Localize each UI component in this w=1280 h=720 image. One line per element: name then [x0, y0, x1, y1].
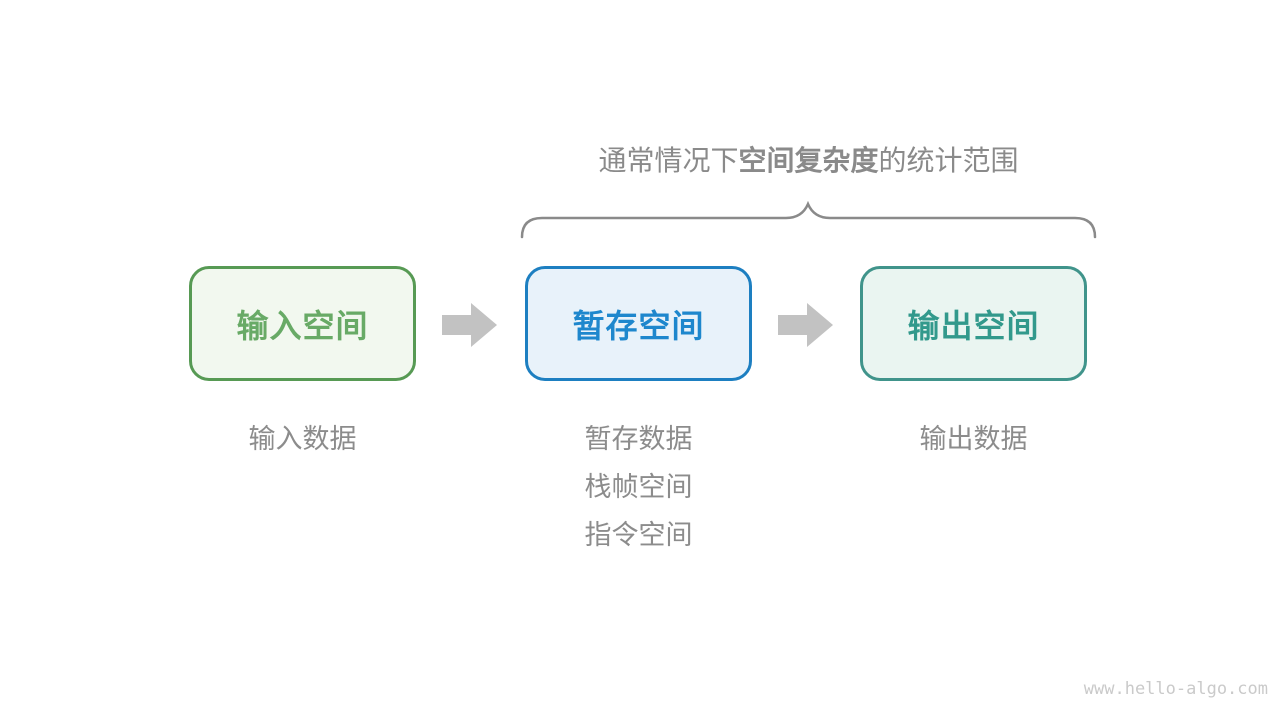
box-temp-space: 暂存空间 [525, 266, 752, 381]
curly-brace-path [520, 201, 1097, 239]
box-output-space-label: 输出空间 [907, 307, 1040, 344]
note-list-temp: 暂存数据 栈帧空间 指令空间 [525, 415, 752, 559]
arrow-right-shape [778, 303, 833, 347]
note-list-output: 输出数据 [860, 415, 1087, 463]
diagram-title: 通常情况下空间复杂度的统计范围 [520, 144, 1097, 178]
note-output-data: 输出数据 [919, 424, 1028, 454]
arrow-right-icon [778, 303, 833, 347]
note-stack-frame-space: 栈帧空间 [584, 472, 693, 502]
note-input-data: 输入数据 [248, 424, 357, 454]
box-temp-space-label: 暂存空间 [572, 307, 705, 344]
site-watermark: www.hello-algo.com [1083, 679, 1268, 699]
title-prefix: 通常情况下 [598, 145, 739, 176]
box-input-space-label: 输入空间 [236, 307, 369, 344]
note-temp-data: 暂存数据 [584, 424, 693, 454]
title-bold-term: 空间复杂度 [738, 145, 879, 176]
curly-brace [520, 201, 1097, 239]
box-output-space: 输出空间 [860, 266, 1087, 381]
title-suffix: 的统计范围 [878, 145, 1019, 176]
arrow-right-shape [442, 303, 497, 347]
note-instruction-space: 指令空间 [584, 520, 693, 550]
box-input-space: 输入空间 [189, 266, 416, 381]
note-list-input: 输入数据 [189, 415, 416, 463]
arrow-right-icon [442, 303, 497, 347]
